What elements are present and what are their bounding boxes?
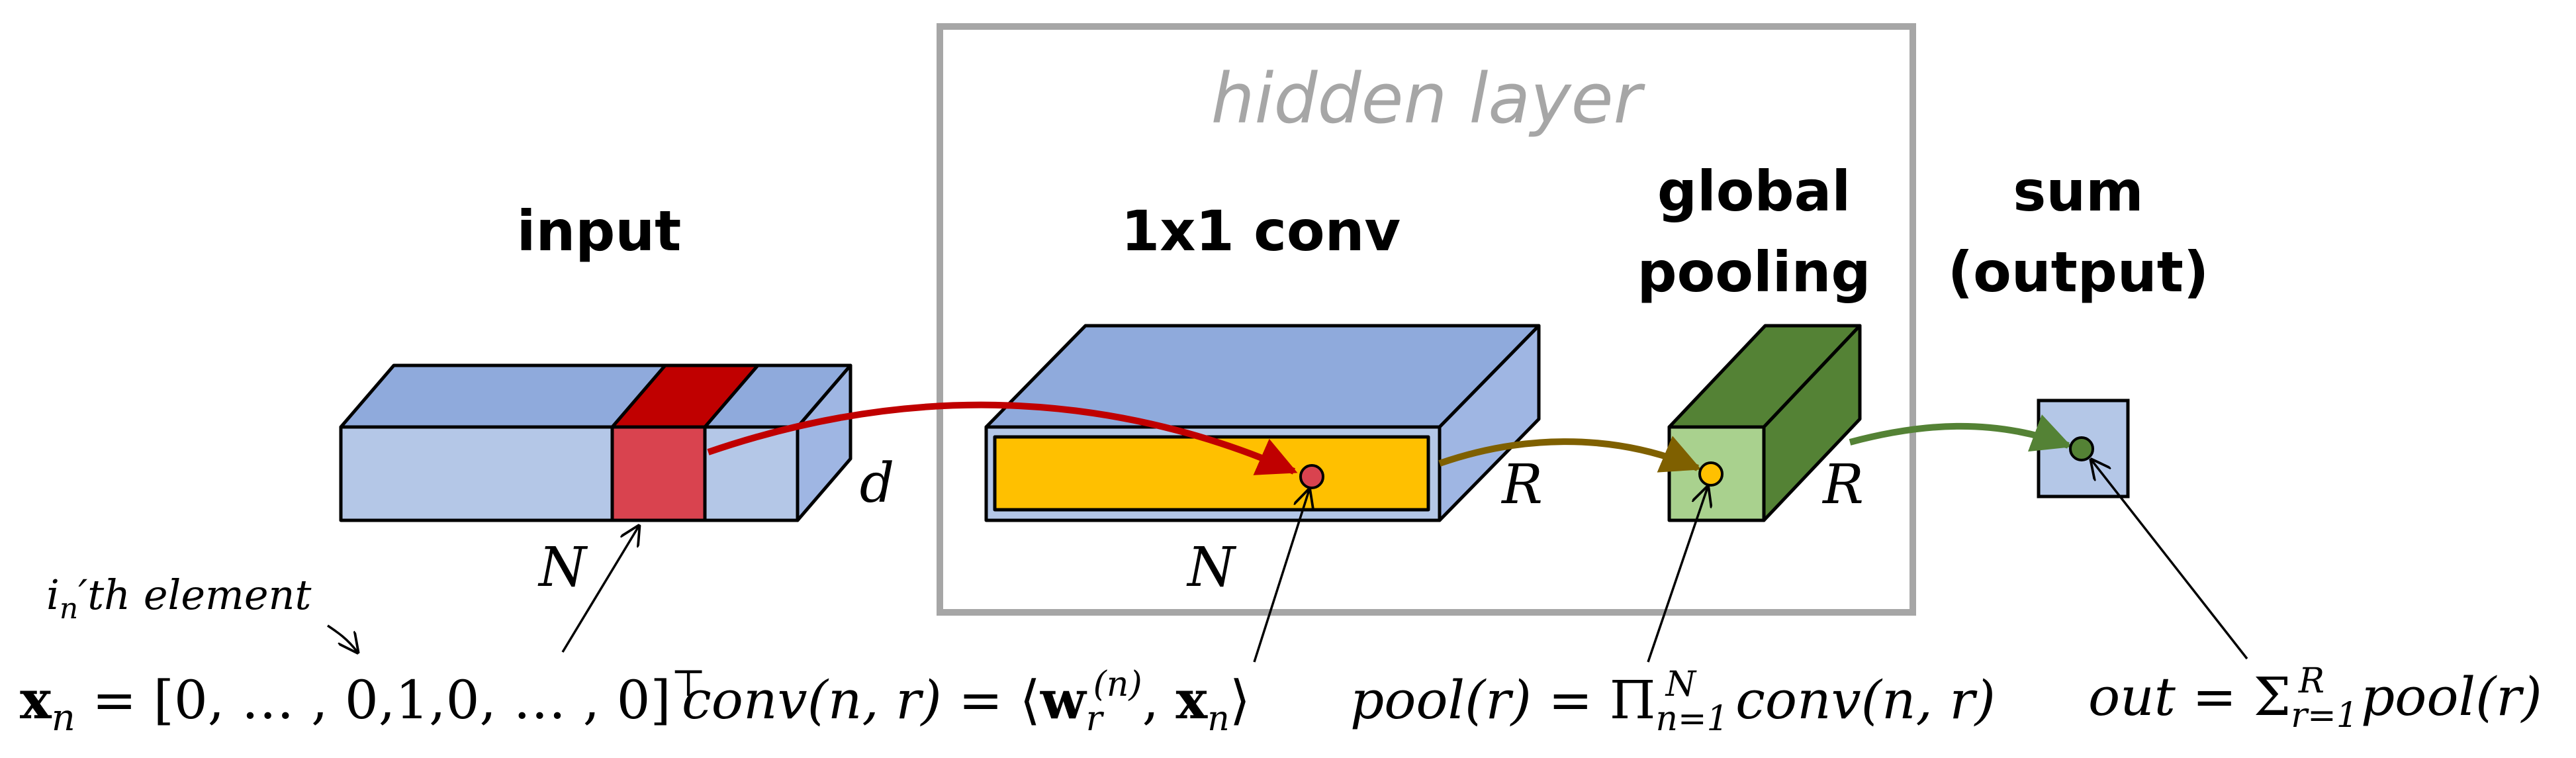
input-tensor-top <box>339 363 852 429</box>
conv-title: 1x1 conv <box>1121 199 1401 263</box>
pool-dot-icon <box>1698 461 1724 487</box>
arrow-pool-to-output <box>1849 414 2072 452</box>
pooling-tensor <box>1667 324 1862 522</box>
hidden-layer-label: hidden layer <box>1211 58 1646 139</box>
pooling-dim-R: R <box>1821 453 1864 516</box>
pointer-output <box>2092 460 2248 660</box>
formula-conv: conv(n, r) = ⟨wr(n), xn⟩ <box>682 665 1250 739</box>
conv-dim-R: R <box>1500 453 1543 516</box>
conv-dim-N: N <box>1186 536 1237 599</box>
arrow-conv-to-pool <box>1438 436 1702 473</box>
input-title: input <box>517 199 682 263</box>
conv-dot-icon <box>1299 464 1324 489</box>
global-pooling-title-line1: global <box>1657 159 1851 224</box>
pointer-input-element <box>561 526 639 653</box>
formula-input: xn = [0, … , 0,1,0, … , 0]⊤ <box>20 662 706 739</box>
conv-tensor <box>984 324 1541 522</box>
input-tensor-front <box>339 425 800 522</box>
output-dot-icon <box>2069 436 2094 461</box>
input-dim-d: d <box>860 452 895 515</box>
sum-output-title-line2: (output) <box>1948 240 2209 305</box>
sum-output-title-line1: sum <box>2013 159 2143 224</box>
input-element-front <box>610 425 707 522</box>
pointer-element-note <box>327 624 357 652</box>
global-pooling-title-line2: pooling <box>1637 240 1870 305</box>
arrow-input-to-conv <box>707 401 1298 475</box>
input-tensor <box>339 363 852 522</box>
pointer-pool <box>1647 487 1708 663</box>
hidden-layer-frame <box>937 23 1916 616</box>
conv-output-strip <box>993 435 1430 512</box>
pointer-conv <box>1253 490 1309 663</box>
input-dim-N: N <box>537 536 588 599</box>
element-note: in′th element <box>46 571 311 626</box>
